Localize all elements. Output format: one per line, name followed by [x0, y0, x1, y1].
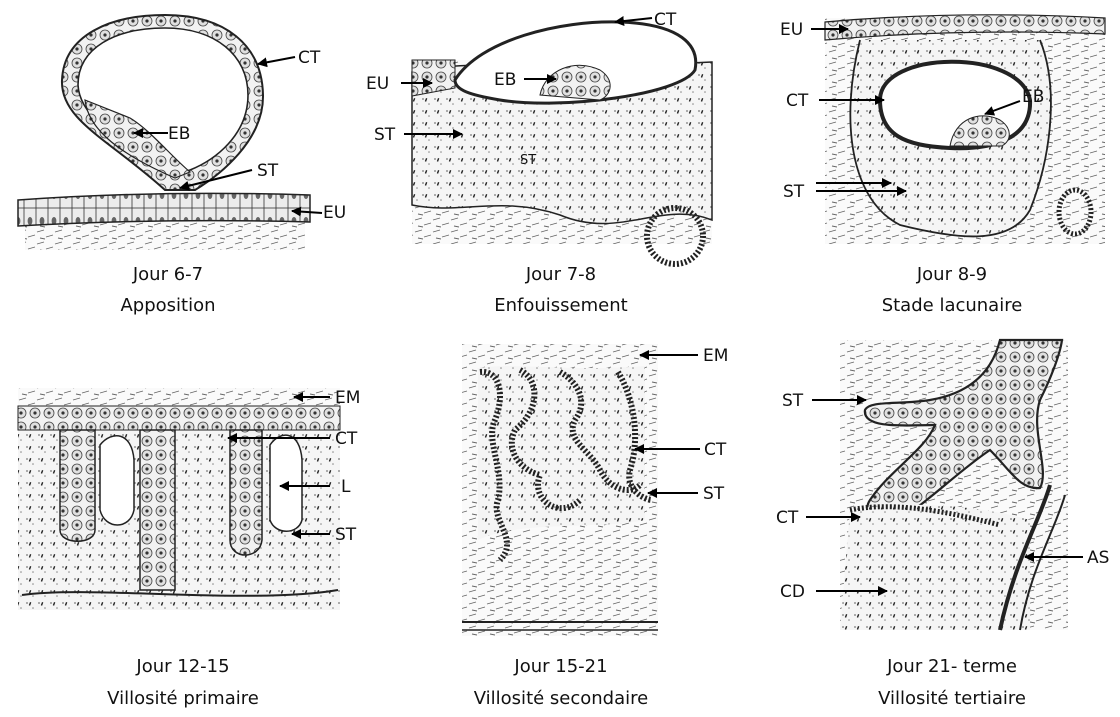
- label-cd: CD: [780, 582, 805, 602]
- label-ct: CT: [654, 10, 677, 30]
- label-em: EM: [703, 346, 728, 366]
- caption-stage: Villosité secondaire: [474, 688, 648, 709]
- caption-day: Jour 12-15: [135, 656, 229, 677]
- label-ct: CT: [335, 429, 358, 449]
- panel-villosite-tertiaire: ST CT CD AS Jour 21- terme Villosité ter…: [776, 340, 1109, 709]
- label-eu: EU: [780, 20, 803, 40]
- caption-stage: Apposition: [120, 295, 215, 316]
- label-st: ST: [783, 182, 805, 202]
- label-eb: EB: [1022, 87, 1044, 107]
- label-eb: EB: [494, 70, 516, 90]
- caption-day: Jour 15-21: [513, 656, 607, 677]
- label-ct: CT: [776, 508, 799, 528]
- tertiaire-drawing: [840, 340, 1068, 630]
- caption-stage: Enfouissement: [494, 295, 627, 316]
- panel-villosite-secondaire: EM CT ST Jour 15-21 Villosité secondaire: [462, 344, 728, 709]
- primaire-drawing: [18, 388, 340, 610]
- label-st-inner: ST: [520, 153, 536, 168]
- label-ct: CT: [704, 440, 727, 460]
- label-st: ST: [374, 125, 396, 145]
- label-st: ST: [257, 161, 279, 181]
- enfouissement-drawing: [412, 22, 712, 264]
- label-st: ST: [703, 484, 725, 504]
- label-st: ST: [782, 391, 804, 411]
- caption-day: Jour 6-7: [132, 264, 203, 285]
- caption-stage: Villosité primaire: [107, 688, 259, 709]
- caption-stage: Stade lacunaire: [882, 295, 1023, 316]
- arrow-ct: [258, 57, 295, 64]
- panel-apposition: CT EB ST EU Jour 6-7 Apposition: [18, 15, 346, 316]
- label-eb: EB: [168, 124, 190, 144]
- label-eu: EU: [323, 203, 346, 223]
- caption-day: Jour 7-8: [525, 264, 596, 285]
- lacunaire-drawing: [825, 15, 1105, 244]
- label-em: EM: [335, 388, 360, 408]
- caption-stage: Villosité tertiaire: [878, 688, 1026, 709]
- label-eu: EU: [366, 74, 389, 94]
- panel-enfouissement: CT EU EB ST ST Jour 7-8 Enfouissement: [366, 10, 712, 316]
- label-as: AS: [1087, 548, 1109, 568]
- caption-day: Jour 8-9: [916, 264, 987, 285]
- label-ct: CT: [786, 91, 809, 111]
- panel-stade-lacunaire: EU CT EB ST Jour 8-9 Stade lacunaire: [780, 15, 1105, 316]
- label-st: ST: [335, 525, 357, 545]
- label-l: L: [341, 477, 351, 497]
- secondaire-drawing: [462, 344, 658, 636]
- caption-day: Jour 21- terme: [886, 656, 1017, 677]
- label-ct: CT: [298, 48, 321, 68]
- panel-villosite-primaire: EM CT L ST Jour 12-15 Villosité primaire: [18, 388, 360, 709]
